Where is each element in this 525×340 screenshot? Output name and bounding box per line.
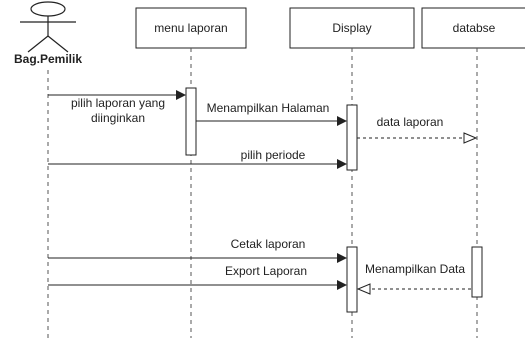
- message-pilih-periode: pilih periode: [48, 148, 347, 169]
- message-label-line2: diinginkan: [91, 111, 145, 125]
- actor-bag-pemilik: Bag.Pemilik: [14, 1, 82, 66]
- message-label: Cetak laporan: [231, 237, 306, 251]
- participant-display: Display: [289, 7, 415, 49]
- message-export-laporan: Export Laporan: [48, 264, 347, 290]
- participant-label: Display: [332, 21, 371, 35]
- activation-bar-display-1: [346, 104, 358, 171]
- stick-figure-actor-icon: [20, 1, 76, 53]
- message-menampilkan-data: Menampilkan Data: [358, 262, 471, 289]
- actor-label: Bag.Pemilik: [14, 52, 82, 66]
- message-menampilkan-halaman: Menampilkan Halaman: [196, 101, 347, 126]
- message-label-line1: pilih laporan yang: [71, 96, 165, 110]
- activation-bar-menu-laporan: [185, 87, 197, 156]
- participant-box: [135, 7, 247, 49]
- activation-bar-display-2: [346, 246, 358, 313]
- participant-box: [289, 7, 415, 49]
- message-cetak-laporan: Cetak laporan: [48, 237, 347, 263]
- message-label: data laporan: [377, 115, 444, 129]
- message-label: Menampilkan Data: [365, 262, 465, 276]
- participant-label: menu laporan: [154, 21, 227, 35]
- activation-bar-databse: [471, 246, 483, 298]
- participant-databse: databse: [421, 7, 525, 49]
- participant-menu-laporan: menu laporan: [135, 7, 247, 49]
- message-label: Menampilkan Halaman: [207, 101, 330, 115]
- message-pilih-laporan: pilih laporan yang diinginkan: [48, 90, 186, 125]
- message-data-laporan: data laporan: [357, 115, 476, 138]
- message-label: Export Laporan: [225, 264, 307, 278]
- message-label: pilih periode: [241, 148, 306, 162]
- participant-label: databse: [453, 21, 496, 35]
- participant-box: [421, 7, 525, 49]
